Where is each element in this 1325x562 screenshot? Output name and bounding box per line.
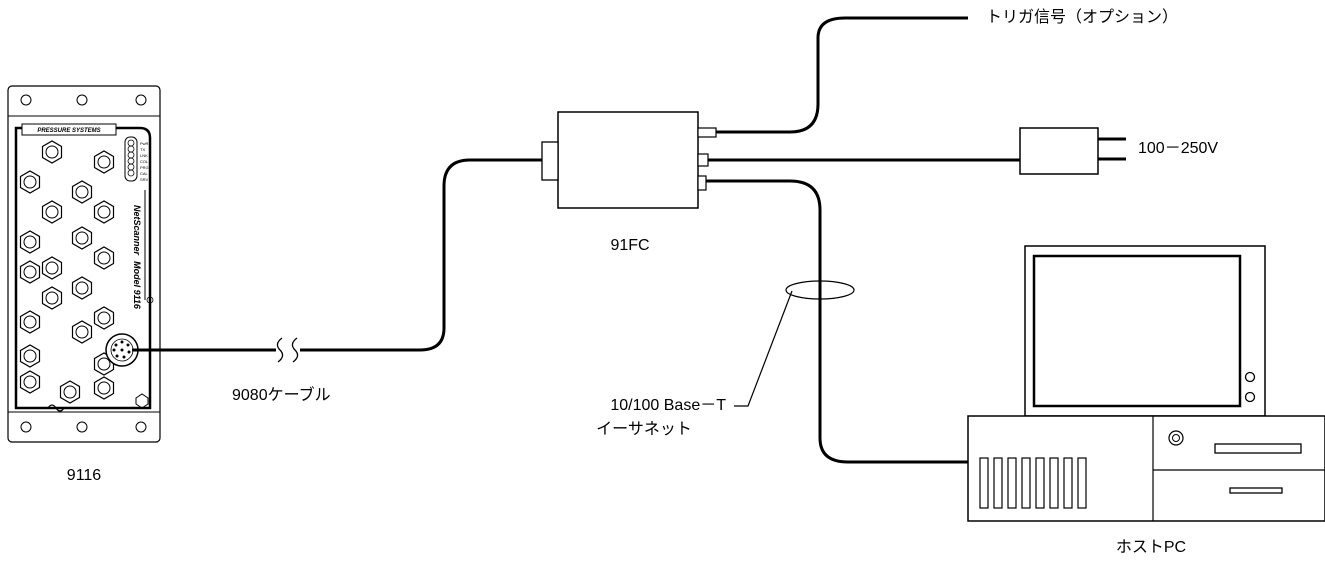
trigger-signal-line xyxy=(716,16,968,134)
module-led-label: LNK xyxy=(140,153,148,158)
cable-9080 xyxy=(132,158,542,352)
vent-slot xyxy=(979,457,989,509)
label-9080-cable: 9080ケーブル xyxy=(232,387,331,404)
pressure-port-fitting xyxy=(19,310,41,334)
ethernet-cable-marker xyxy=(785,280,855,300)
vent-slot xyxy=(1007,457,1017,509)
power-adapter xyxy=(1019,127,1126,175)
label-host-pc: ホストPC xyxy=(1115,539,1187,556)
label-9116: 9116 xyxy=(66,467,102,484)
pressure-port-fitting xyxy=(93,200,115,224)
module-led-label: PwR xyxy=(140,141,149,146)
module-led-label: PRG xyxy=(140,165,149,170)
vent-slot xyxy=(1021,457,1031,509)
pressure-port-fitting xyxy=(19,170,41,194)
module-product-text: NetScanner xyxy=(132,205,142,256)
pressure-port-fitting xyxy=(19,344,41,368)
label-trigger-signal: トリガ信号（オプション） xyxy=(986,9,1179,26)
pressure-port-fitting xyxy=(93,150,115,174)
vent-slot xyxy=(1077,457,1087,509)
pressure-port-fitting xyxy=(71,226,93,250)
module-brand-text: PRESSURE SYSTEMS xyxy=(37,128,100,134)
pressure-port-fitting xyxy=(71,180,93,204)
vent-slot xyxy=(1049,457,1059,509)
module-model-text: Model 9116 xyxy=(132,261,142,310)
pressure-port-fitting xyxy=(71,276,93,300)
pressure-port-fitting xyxy=(19,370,41,394)
pressure-port-fitting xyxy=(41,200,63,224)
pressure-port-fitting xyxy=(41,256,63,280)
ethernet-leader-line xyxy=(734,290,793,407)
pressure-port-fitting xyxy=(19,260,41,284)
pressure-port-fitting xyxy=(93,376,115,400)
pressure-port-fitting xyxy=(59,380,81,404)
host-pc-monitor xyxy=(1024,245,1266,417)
vent-slot xyxy=(1063,457,1073,509)
pressure-port-fitting xyxy=(93,306,115,330)
vent-slot xyxy=(1035,457,1045,509)
label-91fc: 91FC xyxy=(610,237,650,254)
module-led-label: SRV xyxy=(140,177,148,182)
pressure-port-fitting xyxy=(41,140,63,164)
module-led-label: COL xyxy=(140,159,149,164)
vent-slot xyxy=(993,457,1003,509)
host-pc-vent-slots xyxy=(979,457,1087,509)
pressure-port-fitting xyxy=(71,320,93,344)
module-led-label: TX xyxy=(140,147,145,152)
fc-91-box xyxy=(541,111,717,209)
pressure-port-fittings xyxy=(19,140,115,404)
label-ethernet-line1: 10/100 Base－T xyxy=(610,397,726,414)
pressure-port-fitting xyxy=(41,286,63,310)
pressure-port-fitting xyxy=(19,230,41,254)
label-power: 100－250V xyxy=(1138,140,1219,157)
module-led-label: CAL xyxy=(140,171,149,176)
module-connector xyxy=(105,333,139,367)
pressure-port-fitting xyxy=(93,246,115,270)
ethernet-line xyxy=(706,179,968,464)
cable-break-symbol xyxy=(276,337,299,363)
label-ethernet-line2: イーサネット xyxy=(596,421,692,438)
